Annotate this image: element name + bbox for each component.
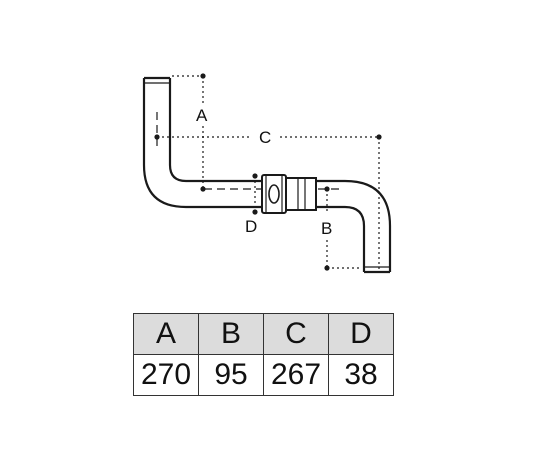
header-cell-b: B [198, 313, 264, 355]
dimension-points [154, 73, 382, 271]
value-cell-c: 267 [263, 354, 329, 396]
value-cell-d: 38 [328, 354, 394, 396]
label-d: D [245, 217, 257, 236]
label-c: C [259, 128, 271, 147]
dimension-table: A B C D 270 95 267 38 [133, 313, 394, 396]
value-cell-a: 270 [133, 354, 199, 396]
label-b: B [321, 219, 332, 238]
table-value-row: 270 95 267 38 [133, 354, 394, 396]
header-cell-c: C [263, 313, 329, 355]
dimension-lines [157, 75, 380, 272]
value-cell-b: 95 [198, 354, 264, 396]
label-a: A [196, 106, 208, 125]
header-cell-a: A [133, 313, 199, 355]
table-header-row: A B C D [133, 313, 394, 355]
center-lines [156, 112, 340, 190]
header-cell-d: D [328, 313, 394, 355]
pipe-dimension-diagram: A C B D [142, 73, 392, 274]
coupling-nut [261, 174, 317, 214]
